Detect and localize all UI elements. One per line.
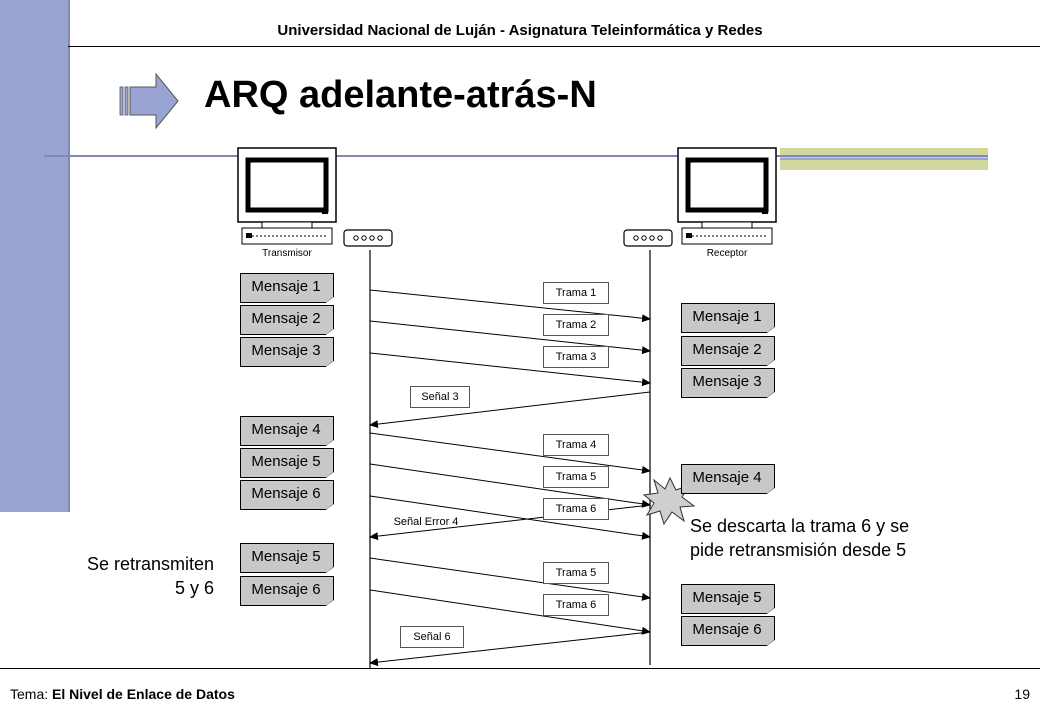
signal-label-3: Señal 3 bbox=[410, 386, 470, 408]
sender-message-3: Mensaje 3 bbox=[240, 337, 334, 367]
frame-label-6-retransmit: Trama 6 bbox=[543, 594, 609, 616]
retransmit-note-line-2: 5 y 6 bbox=[174, 578, 214, 598]
receiver-message-3: Mensaje 3 bbox=[681, 368, 775, 398]
signal-label-6: Señal 6 bbox=[400, 626, 464, 648]
sender-message-1: Mensaje 1 bbox=[240, 273, 334, 303]
discard-note-line-1: Se descarta la trama 6 y se bbox=[690, 516, 910, 536]
frame-arrow-3 bbox=[369, 352, 651, 387]
frame-arrow-5-retransmit bbox=[369, 557, 651, 601]
receiver-message-1: Mensaje 1 bbox=[681, 303, 775, 333]
header-divider bbox=[68, 46, 1040, 47]
title-rule bbox=[44, 155, 988, 157]
frame-label-1: Trama 1 bbox=[543, 282, 609, 304]
receiver-computer-icon bbox=[677, 147, 777, 245]
signal-arrow-6 bbox=[369, 631, 651, 667]
frame-label-4: Trama 4 bbox=[543, 434, 609, 456]
receiver-message-4: Mensaje 4 bbox=[681, 464, 775, 494]
title-accent-line bbox=[780, 158, 988, 160]
signal-arrow-3 bbox=[369, 391, 651, 429]
frame-label-5-retransmit: Trama 5 bbox=[543, 562, 609, 584]
frame-label-5: Trama 5 bbox=[543, 466, 609, 488]
receiver-message-5: Mensaje 5 bbox=[681, 584, 775, 614]
discard-note-line-2: pide retransmisión desde 5 bbox=[690, 540, 907, 560]
receiver-message-2: Mensaje 2 bbox=[681, 336, 775, 366]
footer-topic-value: El Nivel de Enlace de Datos bbox=[52, 686, 235, 702]
arrow-right-icon bbox=[119, 72, 179, 130]
retransmit-note: Se retransmiten 5 y 6 bbox=[60, 552, 214, 600]
sender-message-6-retransmit: Mensaje 6 bbox=[240, 576, 334, 606]
frame-arrow-4 bbox=[369, 432, 651, 474]
receiver-label: Receptor bbox=[706, 248, 748, 259]
receiver-message-6: Mensaje 6 bbox=[681, 616, 775, 646]
sender-message-2: Mensaje 2 bbox=[240, 305, 334, 335]
slide-title: ARQ adelante-atrás-N bbox=[204, 74, 597, 116]
sender-message-5: Mensaje 5 bbox=[240, 448, 334, 478]
receiver-modem-icon bbox=[623, 229, 673, 247]
footer-topic-label: Tema: bbox=[10, 686, 49, 702]
transmitter-modem-icon bbox=[343, 229, 393, 247]
signal-label-error-4: Señal Error 4 bbox=[393, 516, 459, 528]
sender-message-4: Mensaje 4 bbox=[240, 416, 334, 446]
retransmit-note-line-1: Se retransmiten bbox=[86, 554, 214, 574]
transmitter-computer-icon bbox=[237, 147, 337, 245]
sender-message-6: Mensaje 6 bbox=[240, 480, 334, 510]
side-accent-bar bbox=[0, 0, 70, 512]
header-institution: Universidad Nacional de Luján - Asignatu… bbox=[277, 22, 763, 39]
footer-topic: Tema: El Nivel de Enlace de Datos bbox=[10, 686, 235, 702]
frame-label-3: Trama 3 bbox=[543, 346, 609, 368]
transmitter-label: Transmisor bbox=[262, 248, 312, 259]
sender-message-5-retransmit: Mensaje 5 bbox=[240, 543, 334, 573]
frame-arrow-6-retransmit bbox=[369, 589, 651, 635]
page-number: 19 bbox=[1014, 686, 1030, 702]
frame-arrow-6 bbox=[369, 495, 651, 540]
discard-note: Se descarta la trama 6 y se pide retrans… bbox=[690, 514, 990, 562]
frame-label-2: Trama 2 bbox=[543, 314, 609, 336]
footer-divider bbox=[0, 668, 1040, 669]
frame-label-6: Trama 6 bbox=[543, 498, 609, 520]
